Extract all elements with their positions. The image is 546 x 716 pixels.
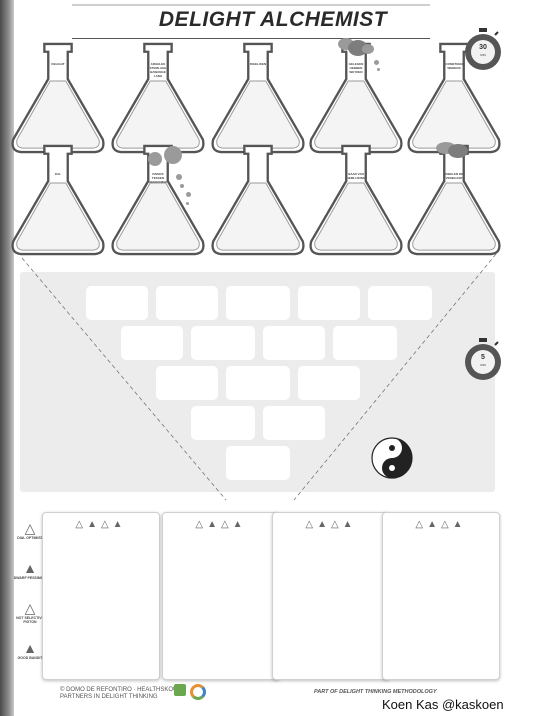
timer-value: 5 bbox=[476, 354, 490, 361]
idea-column-1[interactable]: △▲△▲ bbox=[42, 512, 160, 680]
idea-column-2[interactable]: △▲△▲ bbox=[162, 512, 280, 680]
brick-r5-1[interactable] bbox=[226, 446, 290, 480]
yin-yang-icon bbox=[370, 436, 414, 480]
idea-column-4[interactable]: △▲△▲ bbox=[382, 512, 500, 680]
brick-r2-3[interactable] bbox=[263, 326, 325, 360]
column-hats: △▲△▲ bbox=[383, 519, 499, 530]
brick-r1-5[interactable] bbox=[368, 286, 432, 320]
footer-line-1: © DOMO DE REFONTIRO · HEALTHSKOUTS bbox=[60, 687, 185, 694]
brick-r2-2[interactable] bbox=[191, 326, 255, 360]
footer-methodology: PART OF DELIGHT THINKING METHODOLOGY bbox=[314, 689, 437, 695]
brick-r1-4[interactable] bbox=[298, 286, 360, 320]
idea-column-3[interactable]: △▲△▲ bbox=[272, 512, 390, 680]
column-hats: △▲△▲ bbox=[163, 519, 279, 530]
column-hats: △▲△▲ bbox=[273, 519, 389, 530]
author-credit: Koen Kas @kaskoen bbox=[382, 697, 504, 712]
footer-copyright: © DOMO DE REFONTIRO · HEALTHSKOUTS PARTN… bbox=[60, 687, 185, 701]
brick-r1-3[interactable] bbox=[226, 286, 290, 320]
logo-icon bbox=[174, 684, 186, 696]
brick-r3-3[interactable] bbox=[298, 366, 360, 400]
timer-unit: MIN bbox=[476, 53, 490, 57]
column-hats: △▲△▲ bbox=[43, 519, 159, 530]
brick-r4-1[interactable] bbox=[191, 406, 255, 440]
brick-r2-4[interactable] bbox=[333, 326, 397, 360]
brick-r1-1[interactable] bbox=[86, 286, 148, 320]
logo-ring-icon bbox=[190, 684, 206, 700]
footer-line-2: PARTNERS IN DELIGHT THINKING bbox=[60, 694, 185, 701]
brick-r4-2[interactable] bbox=[263, 406, 325, 440]
brick-r2-1[interactable] bbox=[121, 326, 183, 360]
brick-r3-1[interactable] bbox=[156, 366, 218, 400]
timer-unit: MIN bbox=[476, 363, 490, 367]
brick-r1-2[interactable] bbox=[156, 286, 218, 320]
timer-value: 30 bbox=[476, 44, 490, 51]
brick-r3-2[interactable] bbox=[226, 366, 290, 400]
